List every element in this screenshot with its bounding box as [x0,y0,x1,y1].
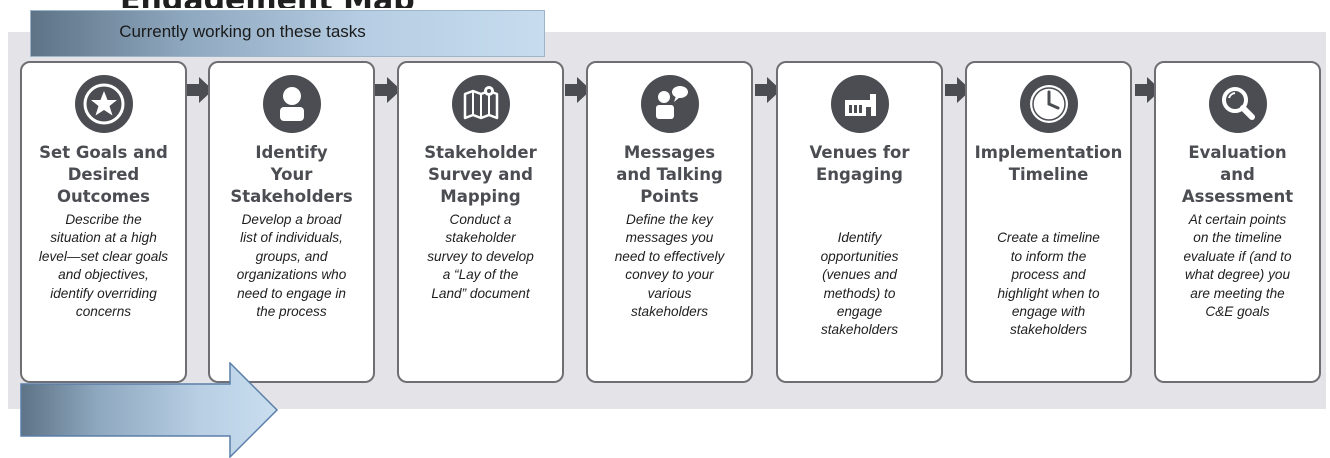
step-title: Set Goals and Desired Outcomes [39,143,168,206]
step-card-identify-stakeholders: Identify Your Stakeholders Develop a bro… [208,61,375,383]
step-card-venues: Venues for Engaging Identify opportuniti… [776,61,943,383]
step-description: Conduct a stakeholder survey to develop … [427,212,534,301]
page-title-clipped: Engagement Map [120,0,820,8]
star-icon [74,75,133,133]
step-connector-arrow-2 [375,77,401,103]
clock-icon [1019,75,1078,133]
page-title: Engagement Map [120,0,820,8]
step-card-set-goals: Set Goals and Desired Outcomes Describe … [20,61,187,383]
current-tasks-label: Currently working on these tasks [119,22,366,41]
step-title: Stakeholder Survey and Mapping [424,143,537,206]
step-title: Venues for Engaging [809,143,910,184]
magnifier-icon [1208,75,1267,133]
current-tasks-banner: Currently working on these tasks [30,10,545,57]
step-title: Messages and Talking Points [616,143,723,206]
step-connector-arrow-6 [1135,77,1161,103]
step-title: Implementation Timeline [974,143,1123,184]
step-connector-arrow-5 [945,77,971,103]
step-description: Develop a broad list of individuals, gro… [236,212,347,320]
step-card-messages: Messages and Talking Points Define the k… [586,61,753,383]
map-icon [451,75,510,133]
step-connector-arrow-3 [565,77,591,103]
step-title: Identify Your Stakeholders [230,143,353,206]
step-description: Identify opportunities (venues and metho… [820,230,899,338]
step-card-evaluation: Evaluation and Assessment At certain poi… [1154,61,1321,383]
speaker-icon [640,75,699,133]
step-card-survey-mapping: Stakeholder Survey and Mapping Conduct a… [397,61,564,383]
step-title: Evaluation and Assessment [1181,143,1294,206]
step-description: Describe the situation at a high level—s… [38,212,169,320]
venue-icon [830,75,889,133]
step-description: Create a timeline to inform the process … [997,230,1100,338]
step-card-timeline: Implementation Timeline Create a timelin… [965,61,1132,383]
step-description: Define the key messages you need to effe… [614,212,725,320]
person-icon [262,75,321,133]
progress-arrow [20,362,279,458]
step-connector-arrow-1 [187,77,213,103]
step-connector-arrow-4 [755,77,781,103]
step-description: At certain points on the timeline evalua… [1183,212,1292,320]
